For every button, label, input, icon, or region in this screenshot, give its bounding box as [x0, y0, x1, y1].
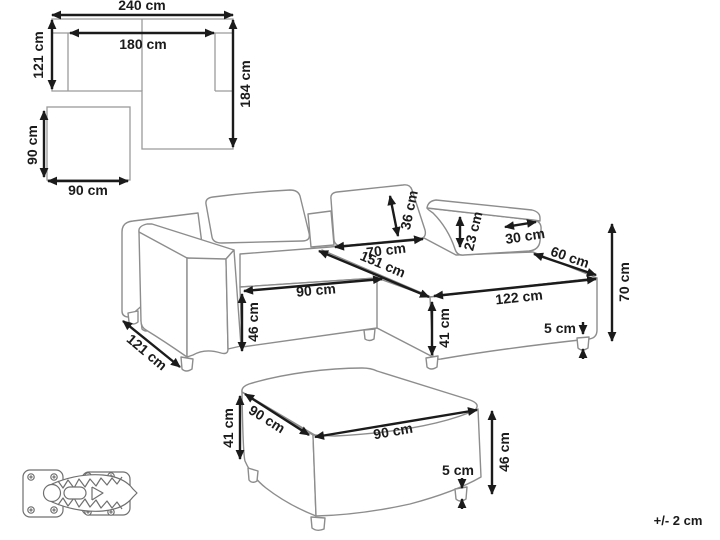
dim-label-sofa-depth: 121 cm	[30, 31, 46, 78]
sofa-right-armrest-top	[426, 199, 541, 222]
dim-label-chaise-side-length: 122 cm	[495, 287, 544, 308]
dim-label-inner-width: 180 cm	[119, 36, 166, 52]
sofa-illustration	[121, 184, 598, 372]
screw-icon	[27, 473, 35, 481]
dim-label-base-height: 41 cm	[436, 308, 452, 348]
screw-icon	[50, 473, 58, 481]
floor-plan-diagram: 240 cm 180 cm 121 cm 184 cm 90 cm 90 cm	[24, 0, 253, 198]
dim-arrow-armrest-width	[504, 219, 537, 230]
module-connector-icon	[22, 469, 138, 518]
sofa-back-leg-1	[127, 310, 139, 325]
sofa-seat-leg	[363, 328, 376, 342]
dim-label-seat-width: 90 cm	[296, 280, 337, 299]
connector-clip-latch	[63, 486, 87, 500]
dim-chaise-depth: 184 cm	[228, 19, 253, 148]
ottoman-leg-left	[247, 467, 259, 483]
dim-label-seat-height: 46 cm	[245, 302, 261, 342]
sofa-back-cushion-left	[205, 189, 311, 244]
dim-label-ottoman-leg-height: 5 cm	[442, 462, 474, 478]
connector-clip-teeth-upper	[57, 476, 123, 489]
screw-icon	[27, 506, 35, 514]
dim-chaise-side-length: 122 cm	[433, 275, 597, 308]
dim-ottoman-overall-height: 46 cm	[487, 410, 512, 495]
dim-armrest-width: 30 cm	[504, 219, 546, 247]
dim-overall-height: 70 cm	[607, 223, 632, 342]
floor-plan-ottoman-outline	[46, 106, 131, 181]
dim-label-overall-height: 70 cm	[616, 262, 632, 302]
dim-label-ottoman-plan-depth: 90 cm	[24, 125, 40, 165]
connector-pivot	[42, 483, 62, 503]
dim-label-ottoman-top-width: 90 cm	[372, 420, 414, 443]
dim-arrow-chaise-side-length	[433, 275, 597, 300]
dim-label-leg-height: 5 cm	[544, 320, 576, 336]
dim-label-overall-width: 240 cm	[118, 0, 165, 13]
dim-arrow-chaise-inner-length	[318, 249, 430, 299]
ottoman-leg-right	[454, 486, 468, 502]
tolerance-note: +/- 2 cm	[654, 513, 703, 528]
sofa-left-armrest-end	[225, 249, 242, 350]
dim-label-ottoman-base-height: 41 cm	[220, 408, 236, 448]
sofa-armrest-leg	[180, 356, 194, 372]
dim-ottoman-base-height: 41 cm	[220, 395, 245, 460]
connector-clip-teeth-lower	[57, 497, 123, 510]
dim-seat-width: 90 cm	[243, 275, 383, 300]
dim-ottoman-top-width: 90 cm	[314, 407, 478, 443]
sofa-chaise-leg-right	[576, 336, 590, 351]
dim-arrow-back-cushion-width	[334, 235, 424, 251]
dim-seat-height: 46 cm	[237, 293, 261, 352]
dim-ottoman-leg-height: 5 cm	[442, 462, 474, 509]
dim-arrow-ottoman-top-width	[314, 407, 478, 440]
dim-label-ottoman-plan-width: 90 cm	[68, 182, 108, 198]
dim-ottoman-plan-width: 90 cm	[47, 176, 129, 198]
dim-arrow-ottoman-top-depth	[244, 392, 310, 437]
dim-inner-width: 180 cm	[69, 28, 215, 52]
connector-clip-body	[51, 474, 138, 512]
sofa-left-armrest-frontface	[186, 257, 229, 358]
screw-icon	[50, 506, 58, 514]
dim-arrow-back-cushion-height	[387, 195, 401, 237]
dim-arrow-module-depth	[122, 320, 181, 368]
dim-ottoman-plan-depth: 90 cm	[24, 110, 49, 178]
sofa-backrest-gap	[307, 210, 335, 248]
dim-base-height: 41 cm	[427, 301, 452, 356]
dim-overall-width: 240 cm	[51, 0, 234, 20]
sofa-chaise-leg-left	[425, 355, 439, 370]
dim-label-chaise-depth: 184 cm	[237, 60, 253, 107]
dim-sofa-depth: 121 cm	[30, 19, 57, 90]
dim-arrow-chaise-end-width	[533, 252, 597, 277]
dim-leg-height: 5 cm	[544, 320, 588, 359]
dim-label-ottoman-overall-height: 46 cm	[496, 432, 512, 472]
dim-arrow-seat-width	[243, 275, 383, 295]
dim-label-armrest-width: 30 cm	[504, 225, 546, 247]
ottoman-illustration	[241, 367, 482, 531]
ottoman-leg-front	[310, 516, 326, 531]
connector-clip-lever	[91, 486, 104, 501]
